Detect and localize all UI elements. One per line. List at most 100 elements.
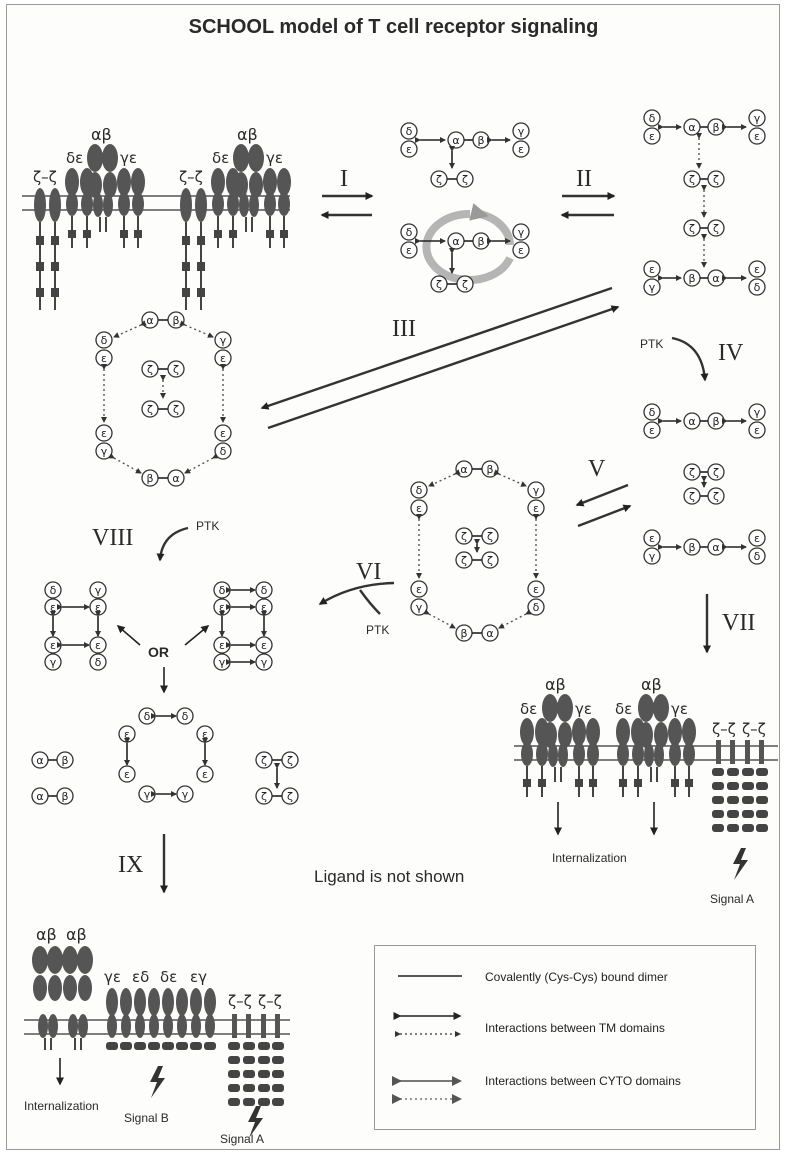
signal-a-label-right: Signal A: [710, 892, 754, 906]
svg-text:ζ: ζ: [261, 790, 267, 803]
svg-text:β: β: [712, 415, 719, 428]
alternative-arrangements: δ ε γ ε ε γ ε δ δ ε δ ε ε γ ε γ OR: [45, 582, 272, 692]
svg-text:δ: δ: [754, 550, 761, 563]
svg-text:ε: ε: [261, 601, 267, 614]
ptk-label-step-8: PTK: [196, 519, 219, 533]
svg-text:ε: ε: [406, 244, 412, 257]
gamma-epsilon-label-1: γε: [120, 149, 137, 167]
step-9-label: IX: [118, 852, 143, 878]
svg-text:ε: ε: [261, 639, 267, 652]
gamma-epsilon-label-2: γε: [266, 149, 283, 167]
epsilon-gamma-label: εγ: [190, 968, 207, 986]
step-5-label: V: [588, 456, 606, 482]
zeta-zeta-label-1: ζ–ζ: [33, 168, 57, 186]
svg-text:β: β: [61, 790, 68, 803]
zeta-zeta-label-2: ζ–ζ: [179, 168, 203, 186]
svg-text:δ: δ: [754, 281, 761, 294]
svg-text:γ: γ: [261, 656, 268, 669]
svg-text:α: α: [712, 541, 719, 554]
svg-text:γ: γ: [50, 656, 57, 669]
zeta-zeta-label-3: ζ–ζ: [712, 720, 736, 738]
svg-text:ε: ε: [649, 130, 655, 143]
internalization-label-right: Internalization: [552, 851, 627, 865]
svg-text:ε: ε: [95, 601, 101, 614]
legend-tm-label: Interactions between TM domains: [485, 1021, 665, 1035]
step-4-label: IV: [718, 340, 744, 366]
svg-text:δ: δ: [649, 112, 656, 125]
or-label: OR: [148, 644, 169, 660]
step-1-label: I: [340, 166, 348, 192]
zeta-cluster-signal-a-left: ζ–ζ ζ–ζ: [228, 992, 284, 1106]
svg-text:ε: ε: [533, 583, 539, 596]
svg-text:β: β: [688, 272, 695, 285]
delta-epsilon-label-1: δε: [66, 149, 83, 167]
svg-text:α: α: [712, 272, 719, 285]
step-3-label: III: [392, 316, 416, 342]
step-1-arrows: I: [322, 166, 372, 215]
svg-text:β: β: [61, 754, 68, 767]
svg-text:δ: δ: [406, 125, 413, 138]
internalization-label-left: Internalization: [24, 1099, 99, 1113]
lightning-icon-signal-a-right: [733, 848, 748, 880]
svg-text:ε: ε: [406, 143, 412, 156]
lattice-scheme-1: α β δ ε γ ε ζ ζ ζ ζ ε γ ε δ β α: [96, 312, 231, 486]
svg-text:ε: ε: [101, 427, 107, 440]
svg-text:ζ: ζ: [713, 490, 719, 503]
svg-text:α: α: [172, 472, 179, 485]
delta-epsilon-label-5: δε: [160, 968, 177, 986]
svg-text:ζ: ζ: [689, 173, 695, 186]
svg-text:ε: ε: [754, 424, 760, 437]
receptor-complex-top-left: ζ–ζ δε αβ γε ζ–ζ δε αβ γε: [22, 125, 291, 310]
ptk-label-step-6: PTK: [366, 623, 389, 637]
svg-text:δ: δ: [406, 226, 413, 239]
svg-text:δ: δ: [261, 584, 268, 597]
dimer-interaction-scheme-2: δ ε α β γ ε ζ ζ ζ ζ ε γ β α ε δ: [644, 110, 765, 295]
svg-text:α: α: [36, 790, 43, 803]
step-4-arrow: PTK IV: [640, 337, 744, 380]
svg-text:β: β: [172, 314, 179, 327]
svg-text:δ: δ: [533, 601, 540, 614]
svg-text:γ: γ: [518, 125, 525, 138]
svg-text:γ: γ: [533, 484, 540, 497]
lightning-icon-signal-b: [150, 1066, 165, 1098]
svg-text:ε: ε: [416, 502, 422, 515]
svg-text:ζ: ζ: [713, 222, 719, 235]
svg-text:ζ: ζ: [147, 363, 153, 376]
svg-text:ζ: ζ: [462, 278, 468, 291]
svg-text:ε: ε: [220, 352, 226, 365]
svg-text:γ: γ: [182, 788, 189, 801]
svg-text:γ: γ: [101, 445, 108, 458]
svg-text:ζ: ζ: [147, 403, 153, 416]
svg-text:β: β: [712, 121, 719, 134]
step-9-arrow: IX: [118, 834, 164, 892]
svg-text:γ: γ: [754, 406, 761, 419]
alpha-beta-label-3: αβ: [545, 675, 566, 694]
svg-text:ζ: ζ: [713, 466, 719, 479]
svg-text:ε: ε: [518, 143, 524, 156]
svg-text:δ: δ: [416, 484, 423, 497]
svg-text:ε: ε: [754, 532, 760, 545]
svg-text:ζ: ζ: [689, 490, 695, 503]
dissociated-complex: α β α β δ δ ε ε ε ε γ γ ζ ζ ζ ζ: [32, 708, 298, 804]
svg-text:ε: ε: [50, 639, 56, 652]
alpha-beta-label-1: αβ: [91, 125, 112, 144]
svg-text:ζ: ζ: [436, 278, 442, 291]
svg-text:β: β: [146, 472, 153, 485]
receptor-complex-bottom-right: δε αβ γε δε αβ γε ζ–ζ ζ–ζ Internalizatio…: [514, 675, 778, 906]
lattice-scheme-2: α β δ ε γ ε ζ ζ ζ ζ ε γ ε δ β α: [411, 461, 544, 641]
svg-text:ζ: ζ: [436, 173, 442, 186]
signal-b-label: Signal B: [124, 1111, 169, 1125]
svg-text:ε: ε: [518, 244, 524, 257]
receptor-complex-bottom-left: αβ αβ Internalization γε εδ δε εγ: [24, 925, 290, 1146]
svg-text:α: α: [146, 314, 153, 327]
svg-text:ε: ε: [649, 424, 655, 437]
svg-text:ζ: ζ: [173, 363, 179, 376]
svg-text:ε: ε: [50, 601, 56, 614]
legend-covalent-label: Covalently (Cys-Cys) bound dimer: [485, 970, 668, 984]
svg-text:ζ: ζ: [461, 554, 467, 567]
svg-text:δ: δ: [95, 656, 102, 669]
ligand-note: Ligand is not shown: [314, 867, 464, 886]
svg-text:ε: ε: [219, 639, 225, 652]
gamma-epsilon-label-4: γε: [671, 700, 688, 718]
svg-text:γ: γ: [754, 112, 761, 125]
